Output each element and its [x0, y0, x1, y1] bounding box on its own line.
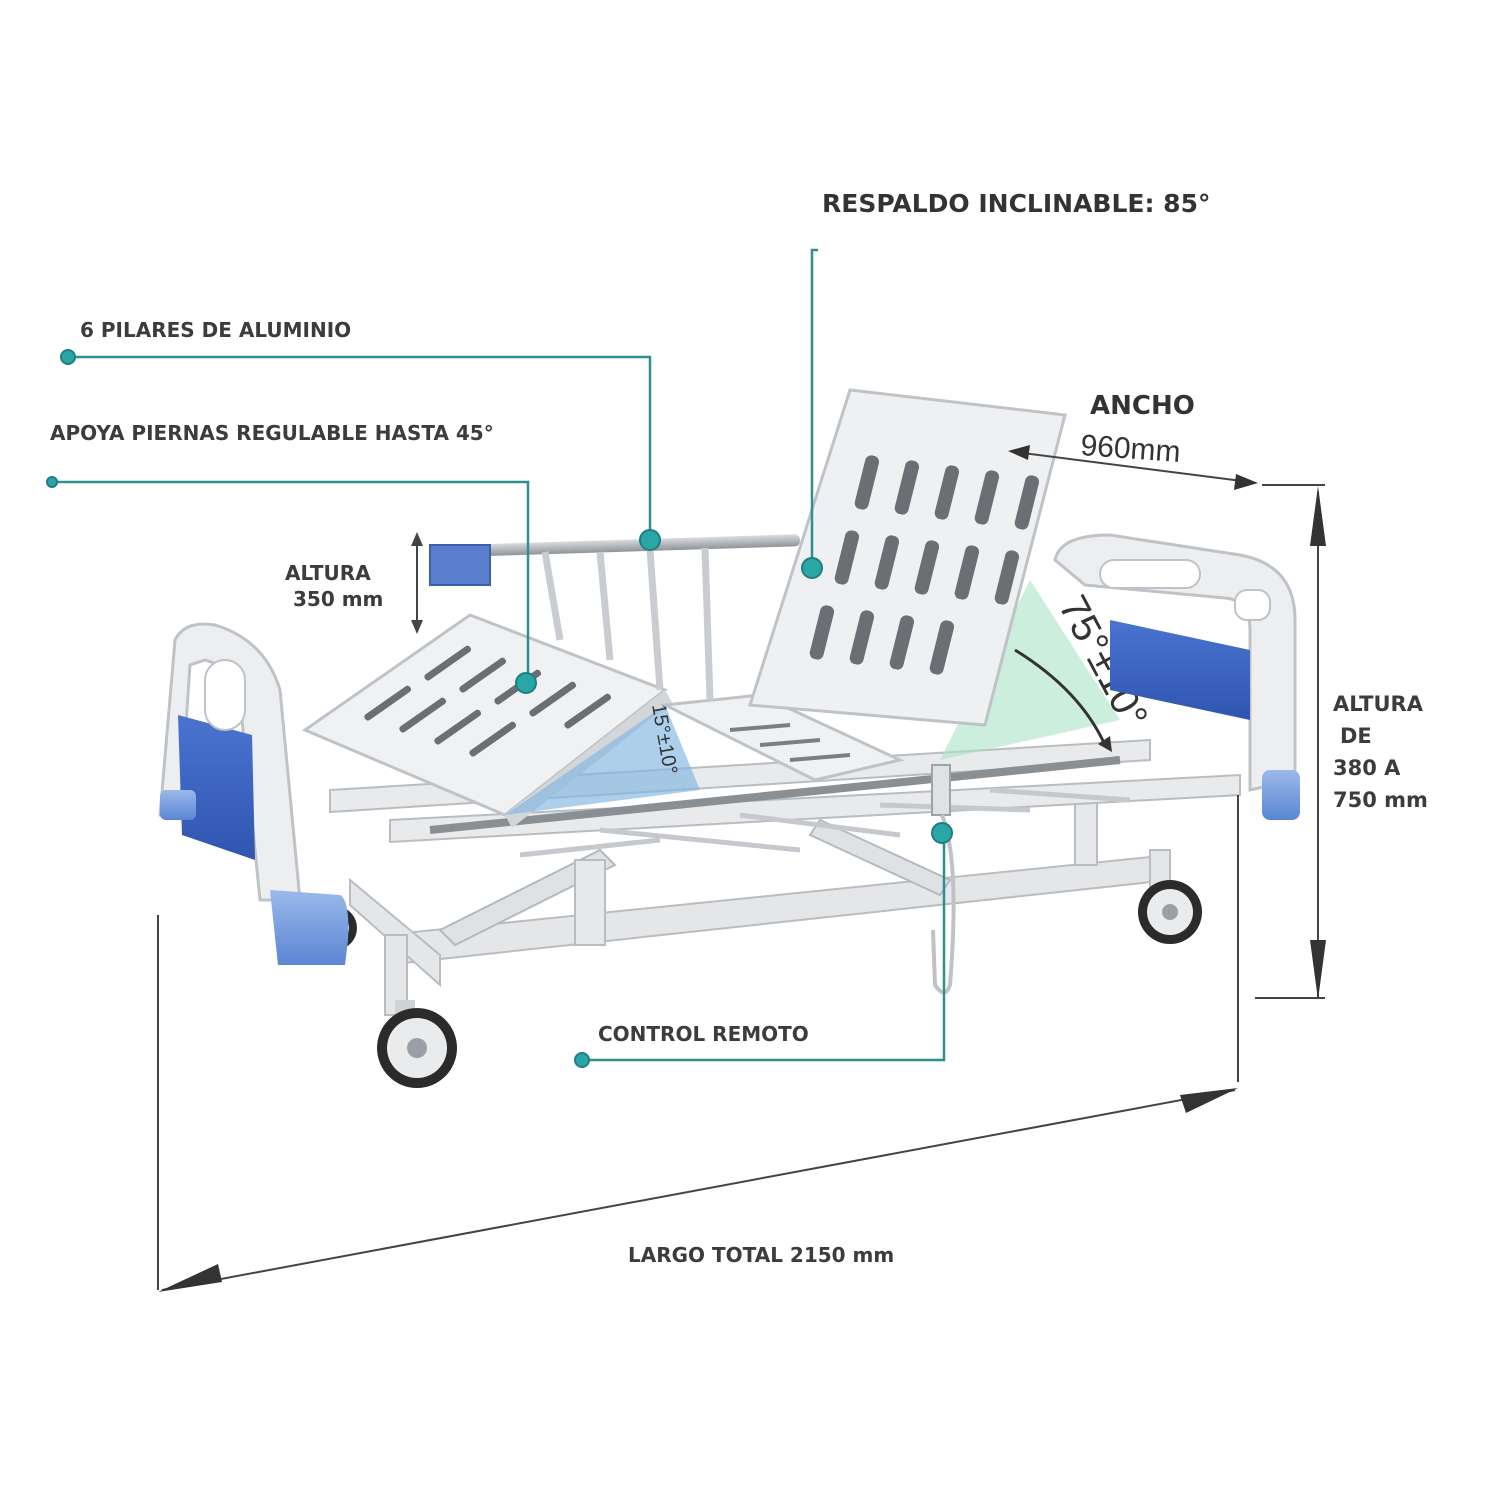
label-apoya: APOYA PIERNAS REGULABLE HASTA 45°: [50, 421, 494, 445]
headboard: [1053, 533, 1300, 820]
backrest-panel: [748, 388, 1067, 727]
callout-respaldo: [801, 248, 823, 579]
callout-dot-apoya-end: [515, 672, 537, 694]
dimension-ancho: [1008, 445, 1325, 490]
label-altura-right-line1: ALTURA: [1333, 692, 1424, 716]
callout-dot-control-end: [931, 822, 953, 844]
callout-apoya: [46, 476, 537, 694]
label-largo: LARGO TOTAL 2150 mm: [628, 1243, 894, 1267]
remote-cord: [931, 764, 956, 995]
label-altura-right-line4: 750 mm: [1333, 788, 1428, 812]
callout-dot-pilares-end: [639, 529, 661, 551]
footboard: [158, 622, 349, 965]
side-rail: [429, 534, 800, 701]
callout-dot-control-start: [574, 1052, 590, 1068]
callout-dot-pilares-start: [60, 349, 76, 365]
label-altura-right-line2: DE: [1340, 724, 1372, 748]
label-ancho-value: 960mm: [1080, 429, 1182, 469]
callout-dot-apoya-start: [46, 476, 58, 488]
label-altura-350-line2: 350 mm: [293, 587, 383, 611]
bed-illustration: 15°±10° 75°±10°: [158, 388, 1300, 1088]
dimension-altura-350: [411, 532, 423, 634]
caster-wheel-front-left: [377, 1000, 457, 1088]
label-control: CONTROL REMOTO: [598, 1022, 809, 1046]
callout-dot-respaldo: [801, 557, 823, 579]
label-altura-right-line3: 380 A: [1333, 756, 1401, 780]
label-ancho-title: ANCHO: [1090, 391, 1195, 421]
label-altura-350-line1: ALTURA: [285, 561, 371, 585]
dimension-largo: [157, 795, 1239, 1292]
caster-wheel-front-right: [1138, 880, 1202, 944]
base-frame: [349, 799, 1171, 1016]
label-pilares: 6 PILARES DE ALUMINIO: [80, 318, 351, 342]
label-respaldo: RESPALDO INCLINABLE: 85°: [822, 189, 1210, 218]
seat-panel: [659, 693, 905, 782]
dimension-altura-right: [1255, 486, 1326, 1000]
callout-pilares: [60, 349, 661, 551]
callout-control: [574, 822, 953, 1068]
